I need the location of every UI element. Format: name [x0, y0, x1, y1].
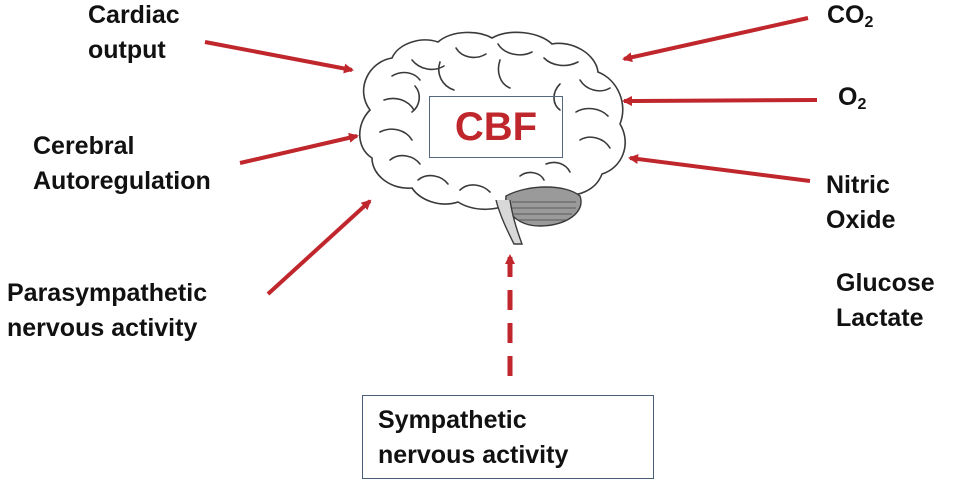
co2-base: CO — [827, 1, 865, 29]
parasympathetic-line1: Parasympathetic — [7, 279, 208, 307]
arrow-nitric-oxide — [628, 154, 811, 183]
o2-subscript: 2 — [857, 96, 867, 113]
parasympathetic-line2: nervous activity — [7, 314, 198, 342]
sympathetic-box: Sympathetic nervous activity — [362, 395, 654, 479]
nitric-oxide-line1: Nitric — [826, 171, 890, 199]
arrow-co2 — [622, 16, 809, 63]
label-parasympathetic: Parasympathetic nervous activity — [7, 276, 207, 346]
cbf-label: CBF — [454, 104, 538, 149]
label-nitric-oxide: Nitric Oxide — [826, 168, 895, 238]
cardiac-output-line1: Cardiac — [88, 1, 180, 29]
co2-subscript: 2 — [864, 14, 874, 31]
lactate-line: Lactate — [836, 304, 924, 332]
arrow-o2 — [622, 95, 818, 106]
label-co2: CO2 — [827, 0, 873, 40]
cerebellum-icon — [495, 186, 582, 245]
glucose-line: Glucose — [836, 269, 935, 297]
cbf-center-box: CBF — [429, 96, 563, 158]
nitric-oxide-line2: Oxide — [826, 206, 896, 234]
arrow-parasympathetic — [266, 199, 372, 296]
o2-base: O — [838, 83, 858, 111]
cardiac-output-line2: output — [88, 36, 166, 64]
cerebral-autoregulation-line2: Autoregulation — [33, 167, 211, 195]
label-glucose-lactate: Glucose Lactate — [836, 266, 935, 336]
arrow-cardiac-output — [204, 40, 354, 74]
arrow-cerebral-autoregulation — [239, 132, 359, 165]
label-cerebral-autoregulation: Cerebral Autoregulation — [33, 129, 211, 199]
brain-illustration-icon — [358, 31, 626, 211]
label-cardiac-output: Cardiac output — [88, 0, 180, 68]
sympathetic-line2: nervous activity — [378, 441, 569, 469]
sympathetic-line1: Sympathetic — [378, 406, 527, 434]
label-sympathetic: Sympathetic nervous activity — [378, 403, 653, 473]
cerebral-autoregulation-line1: Cerebral — [33, 132, 135, 160]
label-o2: O2 — [838, 80, 866, 122]
